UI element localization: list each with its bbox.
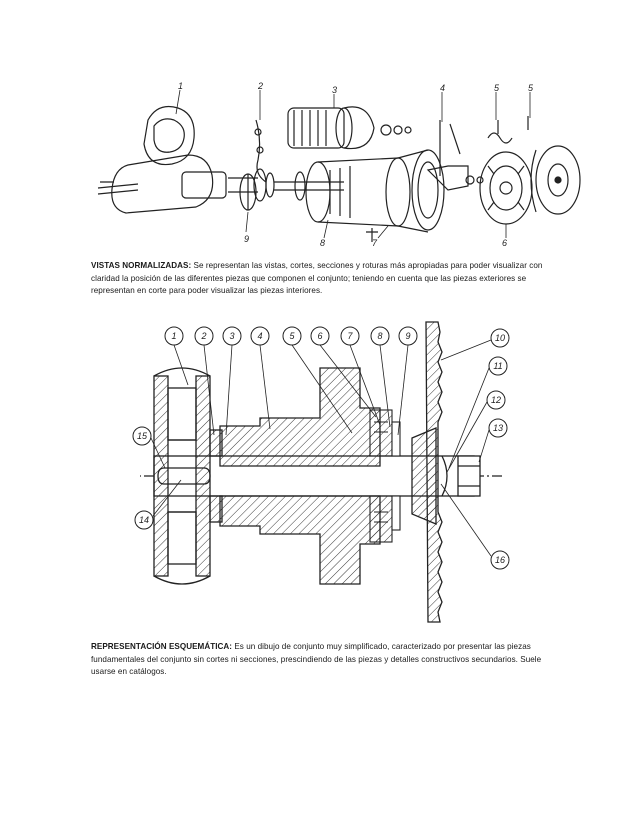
callout-9: 9 xyxy=(244,234,249,244)
callout-1: 1 xyxy=(171,331,176,341)
body-vistas-normalizadas: Se representan las vistas, cortes, secci… xyxy=(91,261,543,295)
callout-2: 2 xyxy=(200,331,206,341)
callout-6: 6 xyxy=(317,331,322,341)
exploded-view-drawing: 1 2 3 4 5 5 9 8 7 6 xyxy=(88,80,588,250)
callout-13: 13 xyxy=(493,423,503,433)
callout-11: 11 xyxy=(493,361,502,371)
callout-4: 4 xyxy=(257,331,262,341)
callout-12: 12 xyxy=(491,395,501,405)
callout-7: 7 xyxy=(347,331,353,341)
heading-representacion-esquematica: REPRESENTACIÓN ESQUEMÁTICA: xyxy=(91,642,233,651)
callout-6: 6 xyxy=(502,238,507,248)
callout-3: 3 xyxy=(229,331,234,341)
body-representacion-esquematica: Es un dibujo de conjunto muy simplificad… xyxy=(91,642,542,676)
callout-8: 8 xyxy=(377,331,382,341)
callout-9: 9 xyxy=(405,331,410,341)
callout-4: 4 xyxy=(440,83,445,93)
callout-15: 15 xyxy=(137,431,148,441)
callout-16: 16 xyxy=(495,555,505,565)
section-view-drawing: 1 2 3 4 5 6 7 8 9 10 11 12 13 14 15 16 xyxy=(124,318,524,628)
callout-5a: 5 xyxy=(494,83,500,93)
paragraph-vistas-normalizadas: VISTAS NORMALIZADAS: Se representan las … xyxy=(91,260,553,298)
callout-14: 14 xyxy=(139,515,149,525)
callout-3: 3 xyxy=(332,85,337,95)
callout-8: 8 xyxy=(320,238,325,248)
callout-2: 2 xyxy=(257,81,263,91)
callout-5b: 5 xyxy=(528,83,534,93)
callout-5: 5 xyxy=(289,331,295,341)
callout-10: 10 xyxy=(495,333,505,343)
callout-7: 7 xyxy=(372,238,378,248)
callout-1: 1 xyxy=(178,81,183,91)
heading-vistas-normalizadas: VISTAS NORMALIZADAS: xyxy=(91,261,192,270)
paragraph-representacion-esquematica: REPRESENTACIÓN ESQUEMÁTICA: Es un dibujo… xyxy=(91,641,553,679)
